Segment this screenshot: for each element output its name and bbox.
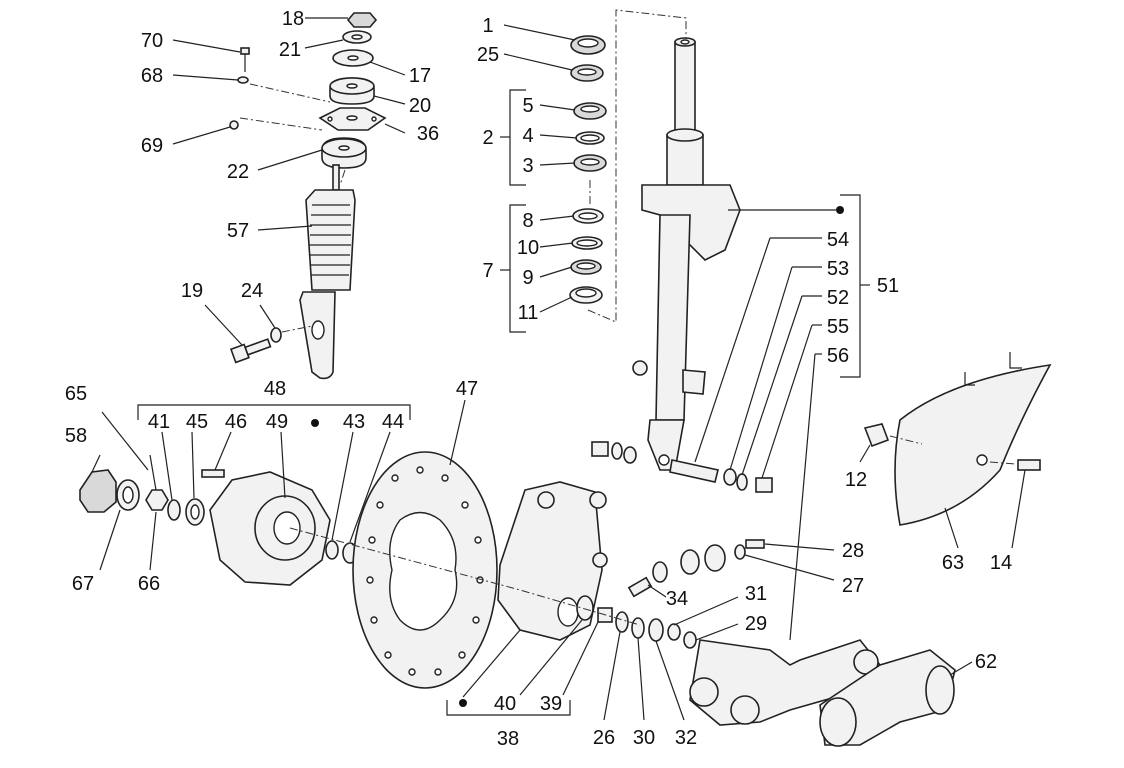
screw-14 — [1017, 459, 1041, 471]
pin-65 — [149, 454, 157, 491]
callout-54: 54 — [827, 229, 849, 251]
reference-dots — [311, 206, 844, 707]
callout-70: 70 — [141, 30, 163, 52]
washer-27 — [734, 544, 746, 560]
washer-31 — [667, 623, 681, 641]
callout-27: 27 — [842, 575, 864, 597]
callout-36: 36 — [417, 123, 439, 145]
ring-41 — [167, 499, 181, 521]
callout-38: 38 — [497, 728, 519, 750]
steering-bearing-stack — [569, 9, 687, 323]
mudguard-63 — [894, 363, 1052, 526]
link-pin-parts — [591, 441, 773, 493]
callout-55: 55 — [827, 316, 849, 338]
brake-disc-47 — [352, 451, 498, 689]
callout-26: 26 — [593, 727, 615, 749]
bearing-left — [591, 441, 609, 457]
callout-29: 29 — [745, 613, 767, 635]
clip-12 — [863, 423, 890, 448]
hub-carrier — [497, 481, 608, 641]
callout-32: 32 — [675, 727, 697, 749]
callout-46: 46 — [225, 411, 247, 433]
callout-49: 49 — [266, 411, 288, 433]
ring-52 — [736, 473, 748, 491]
washer-53 — [723, 468, 737, 486]
callout-31: 31 — [745, 583, 767, 605]
seal-40 — [576, 595, 594, 621]
callout-28: 28 — [842, 540, 864, 562]
callout-56: 56 — [827, 345, 849, 367]
callout-1: 1 — [482, 15, 493, 37]
nut-66 — [145, 489, 169, 511]
callout-8: 8 — [522, 210, 533, 232]
callout-19: 19 — [181, 280, 203, 302]
mudguard-assembly — [863, 352, 1052, 526]
nut-58 — [79, 469, 117, 513]
callout-40: 40 — [494, 693, 516, 715]
callout-67: 67 — [72, 573, 94, 595]
callout-57: 57 — [227, 220, 249, 242]
callout-3: 3 — [522, 155, 533, 177]
callout-18: 18 — [282, 8, 304, 30]
callout-24: 24 — [241, 280, 263, 302]
callout-30: 30 — [633, 727, 655, 749]
callout-69: 69 — [141, 135, 163, 157]
leader-lines — [91, 17, 1026, 721]
ring-26 — [615, 611, 629, 633]
callout-51: 51 — [877, 275, 899, 297]
pin-54 — [669, 459, 719, 483]
boot-62 — [819, 649, 956, 747]
spacer-43 — [325, 540, 339, 560]
screw-46 — [201, 469, 225, 478]
callout-45: 45 — [186, 411, 208, 433]
shock-absorber-assembly — [229, 12, 387, 380]
callout-9: 9 — [522, 267, 533, 289]
bolt-19 — [229, 338, 272, 364]
callout-22: 22 — [227, 161, 249, 183]
callout-10: 10 — [517, 237, 539, 259]
callout-53: 53 — [827, 258, 849, 280]
callout-25: 25 — [477, 44, 499, 66]
callout-62: 62 — [975, 651, 997, 673]
callout-43: 43 — [343, 411, 365, 433]
callout-58: 58 — [65, 425, 87, 447]
callout-5: 5 — [522, 95, 533, 117]
washer-24 — [270, 327, 282, 343]
callout-11: 11 — [518, 302, 539, 324]
ring-29 — [683, 631, 697, 649]
callout-7: 7 — [482, 260, 493, 282]
nut-18 — [346, 12, 378, 28]
pin-34 — [627, 576, 653, 598]
callout-68: 68 — [141, 65, 163, 87]
callout-39: 39 — [540, 693, 562, 715]
seal-32 — [648, 618, 664, 642]
callout-41: 41 — [148, 411, 170, 433]
callout-48: 48 — [264, 378, 286, 400]
callout-20: 20 — [409, 95, 431, 117]
callout-14: 14 — [990, 552, 1012, 574]
callout-17: 17 — [409, 65, 431, 87]
callout-12: 12 — [845, 469, 867, 491]
steering-column-fork — [632, 37, 741, 471]
callout-34: 34 — [666, 588, 688, 610]
callout-44: 44 — [382, 411, 404, 433]
nut-69 — [229, 120, 239, 130]
ring-30 — [631, 617, 645, 639]
bearing-56 — [755, 477, 773, 493]
screw-28 — [745, 539, 765, 549]
callout-66: 66 — [138, 573, 160, 595]
callout-2: 2 — [482, 127, 493, 149]
fork-bracket — [641, 184, 741, 261]
callout-47: 47 — [456, 378, 478, 400]
callout-65: 65 — [65, 383, 87, 405]
wheel-hub-assembly — [79, 454, 358, 586]
callout-63: 63 — [942, 552, 964, 574]
callout-21: 21 — [279, 39, 301, 61]
callout-4: 4 — [522, 125, 533, 147]
callout-52: 52 — [827, 287, 849, 309]
washer-68 — [237, 76, 249, 84]
